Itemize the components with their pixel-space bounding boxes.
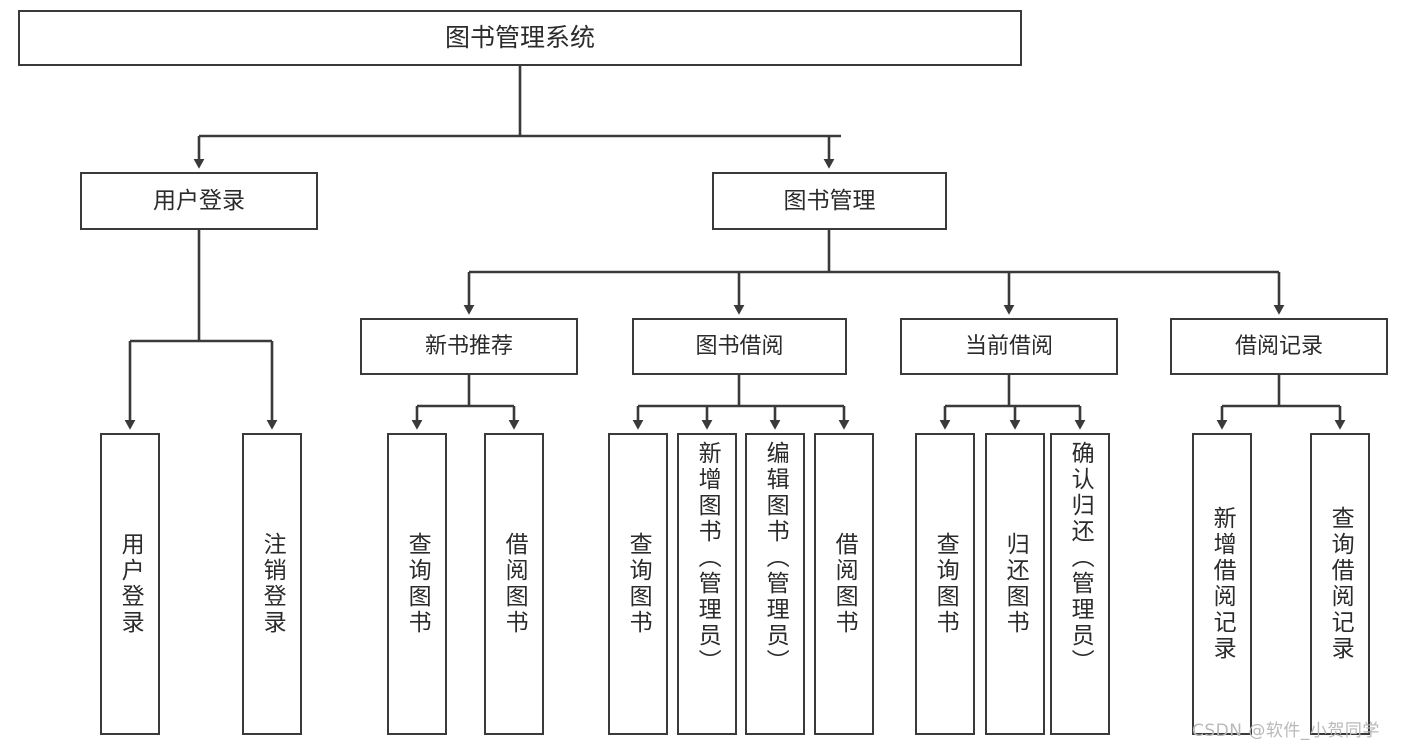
leaf-query-book-current[interactable]: 查询图书 (915, 433, 975, 735)
leaf-user-login[interactable]: 用户登录 (100, 433, 160, 735)
node-borrow-record[interactable]: 借阅记录 (1170, 318, 1388, 375)
leaf-add-borrow-record[interactable]: 新增借阅记录 (1192, 433, 1252, 735)
csdn-watermark: CSDN @软件_小贺同学 (1192, 721, 1380, 741)
leaf-query-book-recommend[interactable]: 查询图书 (387, 433, 447, 735)
leaf-add-book-admin[interactable]: 新增图书（管理员） (677, 433, 737, 735)
node-root[interactable]: 图书管理系统 (18, 10, 1022, 66)
node-book-borrow[interactable]: 图书借阅 (632, 318, 847, 375)
node-user-login[interactable]: 用户登录 (80, 172, 318, 230)
leaf-edit-book-admin[interactable]: 编辑图书（管理员） (745, 433, 805, 735)
node-new-book-recommend[interactable]: 新书推荐 (360, 318, 578, 375)
leaf-query-borrow-record[interactable]: 查询借阅记录 (1310, 433, 1370, 735)
leaf-borrow-book-recommend[interactable]: 借阅图书 (484, 433, 544, 735)
leaf-logout[interactable]: 注销登录 (242, 433, 302, 735)
node-current-borrow[interactable]: 当前借阅 (900, 318, 1118, 375)
leaf-borrow-book[interactable]: 借阅图书 (814, 433, 874, 735)
leaf-query-book-borrow[interactable]: 查询图书 (608, 433, 668, 735)
node-book-management[interactable]: 图书管理 (712, 172, 947, 230)
leaf-return-book[interactable]: 归还图书 (985, 433, 1045, 735)
leaf-confirm-return-admin[interactable]: 确认归还（管理员） (1050, 433, 1110, 735)
